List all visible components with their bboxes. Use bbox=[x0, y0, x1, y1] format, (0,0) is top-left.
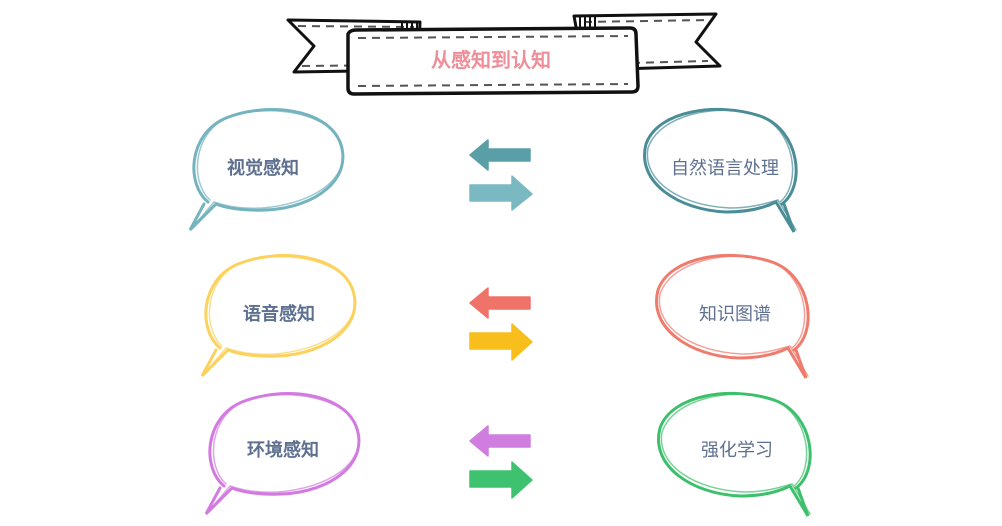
bubble-label: 环境感知 bbox=[247, 440, 319, 461]
bidirectional-arrows-row1 bbox=[466, 138, 536, 211]
arrow-right-icon bbox=[469, 323, 533, 361]
ribbon-banner-icon bbox=[286, 12, 722, 96]
bubble-label: 自然语言处理 bbox=[671, 158, 779, 179]
bubble-reinforcement-learning: 强化学习 bbox=[652, 388, 822, 523]
bubble-knowledge-graph: 知识图谱 bbox=[650, 250, 820, 385]
speech-bubble-icon bbox=[188, 108, 345, 232]
bubble-label: 强化学习 bbox=[701, 440, 773, 461]
arrow-left-icon bbox=[469, 287, 531, 319]
bubble-label: 语音感知 bbox=[243, 304, 315, 325]
arrow-right-icon bbox=[469, 461, 533, 499]
speech-bubble-icon bbox=[657, 391, 812, 517]
speech-bubble-icon bbox=[643, 107, 798, 233]
bubble-label: 知识图谱 bbox=[699, 304, 771, 325]
bubble-speech-perception: 语音感知 bbox=[198, 250, 368, 385]
arrow-left-icon bbox=[469, 139, 531, 171]
bidirectional-arrows-row3 bbox=[466, 424, 536, 499]
bubble-nlp: 自然语言处理 bbox=[638, 104, 808, 239]
speech-bubble-icon bbox=[200, 254, 357, 378]
arrow-right-icon bbox=[469, 175, 533, 211]
speech-bubble-icon bbox=[655, 253, 810, 379]
speech-bubble-icon bbox=[204, 392, 361, 516]
bubble-label: 视觉感知 bbox=[227, 158, 299, 179]
bubble-environment-perception: 环境感知 bbox=[202, 388, 372, 523]
bubble-visual-perception: 视觉感知 bbox=[186, 104, 356, 239]
bidirectional-arrows-row2 bbox=[466, 286, 536, 361]
arrow-left-icon bbox=[469, 425, 531, 457]
page-title: 从感知到认知 bbox=[431, 48, 551, 72]
